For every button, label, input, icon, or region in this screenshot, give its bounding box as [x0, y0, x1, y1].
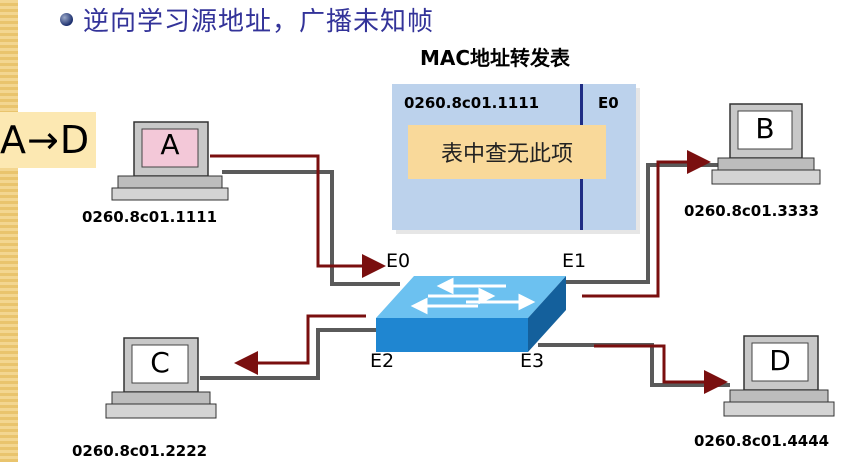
host-c-letter: C [140, 346, 180, 379]
arrow-to-c [240, 316, 366, 363]
host-a-letter: A [150, 128, 190, 161]
port-e3-label: E3 [520, 350, 544, 372]
host-d-mac: 0260.8c01.4444 [694, 432, 829, 450]
host-a-mac: 0260.8c01.1111 [82, 208, 217, 226]
host-b-letter: B [745, 112, 785, 145]
port-e2-label: E2 [370, 350, 394, 372]
cable-d [538, 345, 730, 385]
arrow-to-d [594, 346, 722, 382]
arrow-to-b [582, 162, 705, 296]
host-b-mac: 0260.8c01.3333 [684, 202, 819, 220]
switch [376, 276, 566, 352]
port-e0-label: E0 [386, 250, 410, 272]
port-e1-label: E1 [562, 250, 586, 272]
cable-c [200, 330, 380, 378]
host-d-letter: D [760, 344, 800, 377]
host-c-mac: 0260.8c01.2222 [72, 442, 207, 460]
